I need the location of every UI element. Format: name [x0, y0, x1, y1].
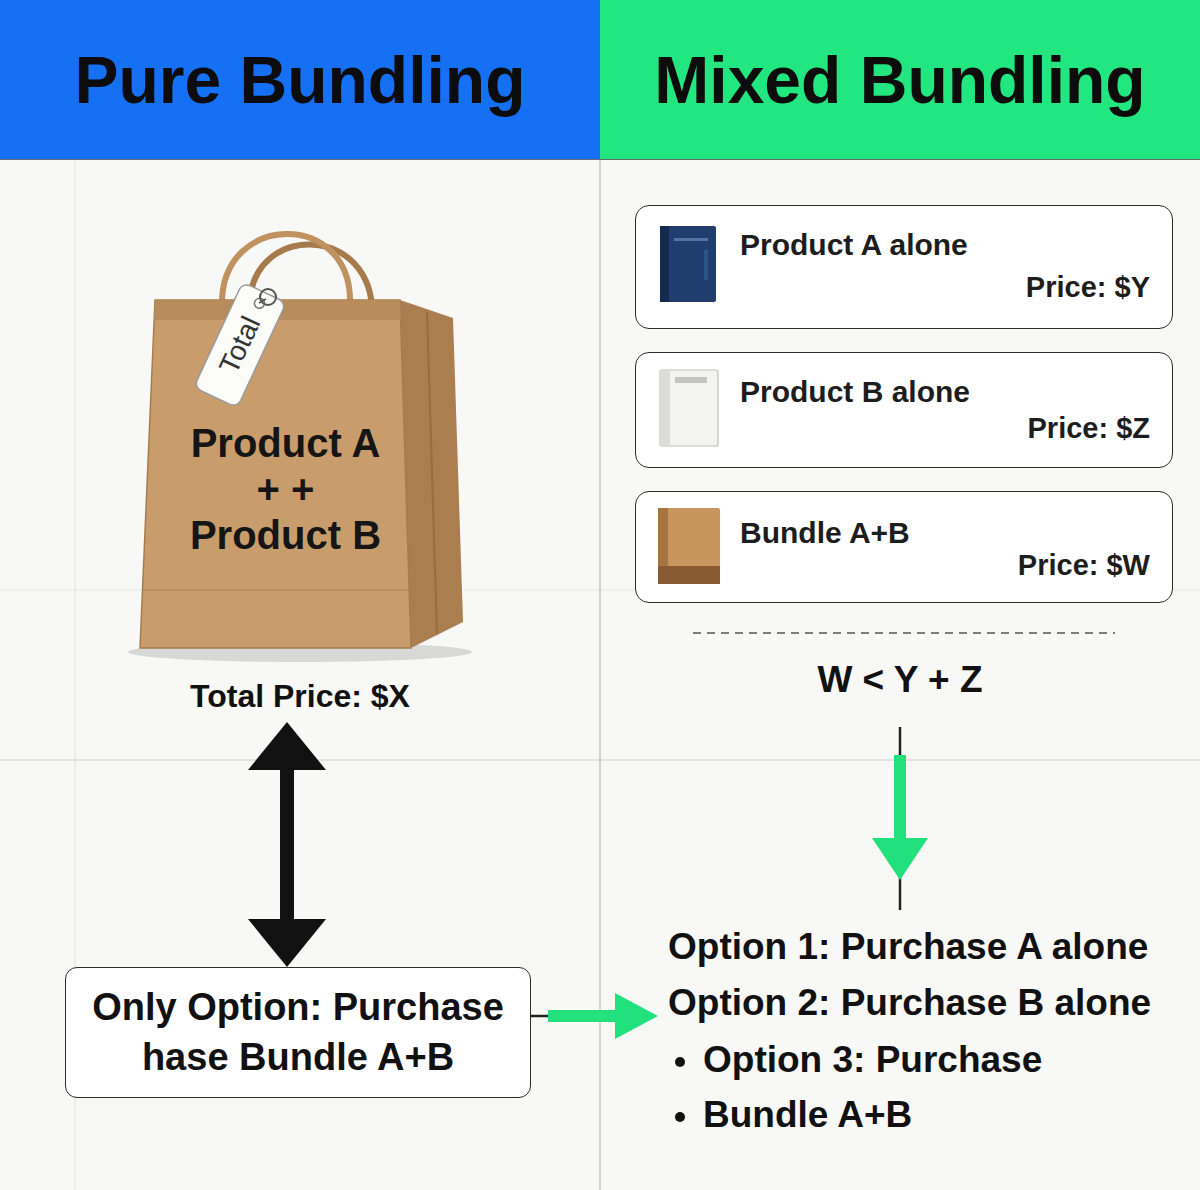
bag-crease: [143, 589, 408, 591]
inequality: W < Y + Z: [817, 658, 982, 702]
option-box: Only Option: Purchase hase Bundle A+B: [65, 967, 531, 1098]
bag-rim: [154, 300, 401, 320]
icon-detail: [704, 250, 708, 280]
header-title: Pure Bundling: [75, 42, 526, 118]
price-text: Price: $Y: [1026, 271, 1150, 304]
product-box: Product B alonePrice: $Z: [635, 352, 1173, 468]
shopping-bag: Product A + + Product B Total Price: $X: [135, 290, 465, 722]
green-arrow-shaft: [894, 755, 906, 839]
tag-ring: [260, 289, 276, 305]
icon-detail: [675, 377, 707, 383]
icon-body: [660, 370, 718, 446]
price-tag: [194, 282, 287, 407]
icon-body: [658, 508, 720, 584]
bag-text: Product A + + Product B: [183, 420, 388, 558]
product-box: Product A alonePrice: $Y: [635, 205, 1173, 329]
icon-band: [658, 566, 720, 584]
header-band: Pure Bundling: [0, 0, 600, 160]
bag-handle: [222, 234, 350, 303]
bag-front: [140, 300, 411, 648]
icon-side: [658, 508, 668, 584]
product-name: Product A alone: [740, 228, 968, 262]
bag-handle: [250, 244, 372, 306]
icon-body: [660, 226, 716, 302]
flow-line: [531, 1015, 550, 1018]
bundle-box: Bundle A+B Price: $W: [635, 491, 1173, 603]
green-arrow-head: [872, 838, 928, 880]
green-arrow-shaft: [548, 1010, 618, 1022]
product-name: Product B alone: [740, 375, 970, 409]
tag-hole: [253, 297, 266, 310]
icon-side: [660, 226, 669, 302]
option-line: Option 3: Purchase: [703, 1038, 1042, 1082]
navy-product-icon: [660, 226, 716, 302]
bullet: [675, 1057, 685, 1067]
price-text: Price: $W: [1018, 549, 1150, 582]
price-text: Price: $Z: [1028, 412, 1151, 445]
option-line: Option 1: Purchase A alone: [668, 925, 1148, 969]
double-arrow: [280, 770, 294, 919]
column-divider: [599, 160, 601, 1190]
header-title: Mixed Bundling: [654, 42, 1145, 118]
tag-string: [259, 299, 266, 303]
tag-card: [194, 282, 287, 407]
option-text: Only Option: Purchase hase Bundle A+B: [82, 983, 514, 1082]
bag-fold: [427, 312, 437, 634]
dashed-divider: [693, 632, 1115, 634]
bullet: [675, 1112, 685, 1122]
icon-detail: [674, 238, 708, 241]
product-name: Bundle A+B: [740, 516, 910, 550]
white-product-icon: [660, 370, 718, 446]
header-band: Mixed Bundling: [600, 0, 1200, 160]
brown-box-icon: [658, 508, 720, 584]
price-caption: Total Price: $X: [135, 678, 465, 715]
option-line: Option 2: Purchase B alone: [668, 981, 1151, 1025]
option-line: Bundle A+B: [703, 1093, 912, 1137]
green-arrow-head: [615, 993, 658, 1039]
icon-side: [660, 370, 670, 446]
